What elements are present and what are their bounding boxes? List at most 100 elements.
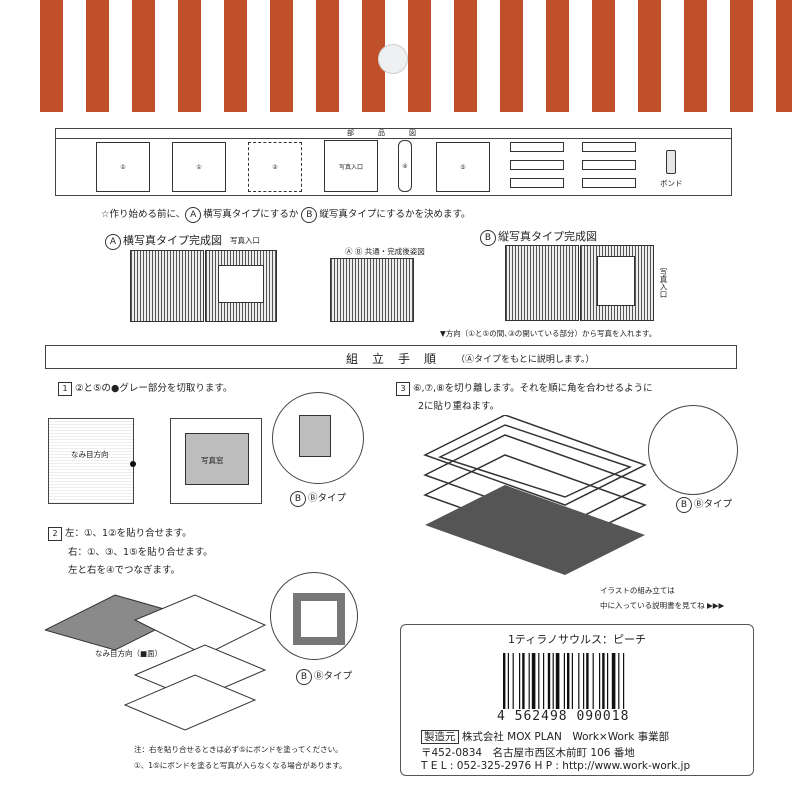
stripe (362, 0, 385, 112)
barcode-bar (592, 653, 594, 709)
barcode-bar (586, 653, 589, 709)
barcode-number: 4 562498 090018 (497, 709, 630, 724)
maker-name: 株式会社 MOX PLAN Work×Work 事業部 (461, 731, 670, 743)
step3-line1: ⑥,⑦,⑧を切り離します。それを順に角を合わせるように (413, 383, 653, 394)
step1-b-type: Ⓑタイプ (308, 493, 347, 504)
type-a-mark: A (185, 207, 202, 223)
stripe (408, 0, 431, 112)
barcode-bar (578, 653, 580, 709)
barcode-bar (602, 653, 605, 709)
bond-label: ボンド (660, 179, 683, 188)
stripe (776, 0, 792, 112)
step2-grain: なみ目方向（■面） (95, 649, 163, 658)
parts-diagram: 部品図 (55, 128, 732, 196)
step2-line1: 左：①、1②を貼り合せます。 (65, 528, 192, 539)
address: 〒452-0834 名古屋市西区木前町 106 番地 (421, 747, 635, 759)
type-a-right-panel (205, 250, 277, 322)
part-8b (582, 178, 636, 188)
direction-note: ▼方向（①と⑤の間､③の開いている部分）から写真を入れます。 (440, 329, 657, 338)
barcode-bar (543, 653, 545, 709)
intro-prefix: ☆作り始める前に、 (101, 209, 186, 220)
part-7b (582, 160, 636, 170)
step2-number: 2 (48, 527, 62, 541)
step1-text: ②と⑤の●グレー部分を切取ります。 (75, 383, 233, 394)
barcode-bar (555, 653, 560, 709)
bond-icon (666, 150, 676, 174)
parts-title: 部品図 (56, 129, 731, 139)
barcode-bar (567, 653, 570, 709)
step1-number: 1 (58, 382, 72, 396)
assembly-title: 組立手順 (346, 352, 451, 366)
type-b-mark: B (301, 207, 318, 223)
part-6a (510, 142, 564, 152)
step3-number: 3 (396, 382, 410, 396)
stripe (546, 0, 569, 112)
stripe (40, 0, 63, 112)
note-1: 注：右を貼り合せるときは必ず⑤にボンドを塗ってください。 (134, 745, 343, 754)
part-5: ⑤ (436, 142, 490, 192)
cut-dot (130, 461, 136, 467)
stripe (500, 0, 523, 112)
intro-b: 縦写真タイプにするかを決めます。 (319, 209, 471, 220)
step1-b-detail (272, 392, 364, 484)
barcode-bar (583, 653, 585, 709)
step1-grain-label: なみ目方向 (71, 450, 109, 459)
maker-line: 製造元 株式会社 MOX PLAN Work×Work 事業部 (421, 729, 669, 744)
step1-part-5: 写真窓 (170, 418, 262, 504)
stripe (178, 0, 201, 112)
stripe (638, 0, 661, 112)
barcode-bar (547, 653, 551, 709)
step2-b-detail (270, 572, 358, 660)
common-back-view (330, 258, 414, 322)
barcode-bar (507, 653, 509, 709)
part-2: ② (248, 142, 302, 192)
barcode-bar (611, 653, 616, 709)
assembly-subtitle: （Ⓐタイプをもとに説明します。） (456, 355, 595, 365)
type-a-photo-entry: 写真入口 (230, 236, 260, 245)
barcode-bar (607, 653, 609, 709)
barcode-bar (528, 653, 530, 709)
type-b-photo-entry: 写真入口 (659, 268, 668, 298)
illust-note-1: イラストの組み立ては (600, 586, 675, 595)
barcode-bar (571, 653, 573, 709)
step3-b-detail (648, 405, 738, 495)
part-1b: ① (172, 142, 226, 192)
barcode-bar (538, 653, 540, 709)
barcode-bar (623, 653, 625, 709)
type-b-left-panel (505, 245, 579, 321)
step1-photo-window-label: 写真窓 (201, 456, 224, 465)
type-a-left-panel (130, 250, 204, 322)
part-6b (582, 142, 636, 152)
stripe (316, 0, 339, 112)
stripe (730, 0, 753, 112)
contact: T E L : 052-325-2976 H P : http://www.wo… (421, 760, 691, 772)
type-b-right-panel (580, 245, 654, 321)
part-4: ④ (398, 140, 412, 192)
step3-b-type: Ⓑタイプ (694, 499, 733, 510)
barcode-bar (563, 653, 565, 709)
step3-illustration (423, 415, 647, 575)
part-7a (510, 160, 564, 170)
stripe (592, 0, 615, 112)
stripe (684, 0, 707, 112)
barcode-bar (618, 653, 620, 709)
illust-note-2: 中に入っている説明書を見てね ▶▶▶ (600, 601, 725, 610)
stripe (270, 0, 293, 112)
barcode (503, 653, 625, 709)
stripe (86, 0, 109, 112)
photo-entry-label: 写真入口 (338, 163, 363, 171)
stripe (224, 0, 247, 112)
barcode-bar (531, 653, 536, 709)
note-2: ①、1⑤にボンドを塗ると写真が入らなくなる場合があります。 (134, 761, 347, 770)
barcode-bar (512, 653, 514, 709)
hang-hole (378, 44, 408, 74)
stripe (132, 0, 155, 112)
intro-a: 横写真タイプにするか (203, 209, 299, 220)
maker-label: 製造元 (421, 730, 459, 744)
barcode-bar (552, 653, 554, 709)
